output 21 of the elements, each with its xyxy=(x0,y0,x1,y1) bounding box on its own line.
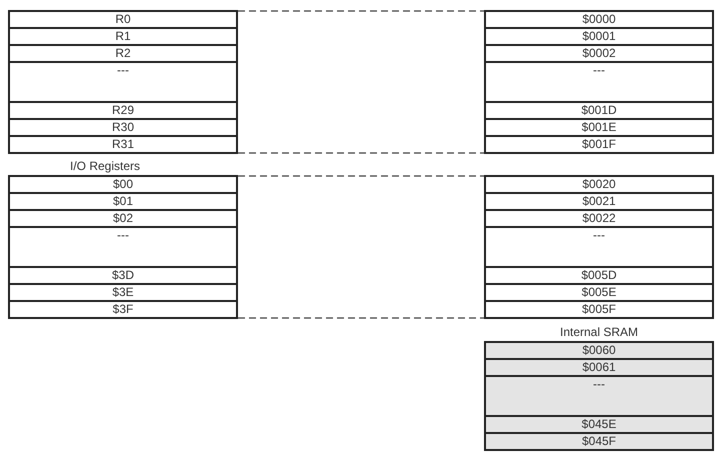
memory-cell: $005F xyxy=(484,300,714,319)
memory-block xyxy=(484,175,714,319)
memory-cell: --- xyxy=(484,61,714,103)
memory-cell: --- xyxy=(484,375,714,417)
memory-cell: $001F xyxy=(484,135,714,154)
memory-block xyxy=(8,159,238,319)
memory-cell: --- xyxy=(8,61,238,103)
dashed-line xyxy=(238,10,484,12)
block-heading: I/O Registers xyxy=(69,159,140,175)
memory-cell: $045F xyxy=(484,432,714,451)
memory-cell: $3F xyxy=(8,300,238,319)
dashed-line xyxy=(238,317,484,319)
dashed-line xyxy=(238,175,484,177)
memory-cell: R31 xyxy=(8,135,238,154)
dashed-line xyxy=(238,152,484,154)
memory-block xyxy=(484,325,714,451)
memory-cell: --- xyxy=(8,226,238,268)
memory-cell: --- xyxy=(484,226,714,268)
block-heading: Internal SRAM xyxy=(560,325,638,341)
memory-block xyxy=(8,10,238,154)
memory-block xyxy=(484,10,714,154)
